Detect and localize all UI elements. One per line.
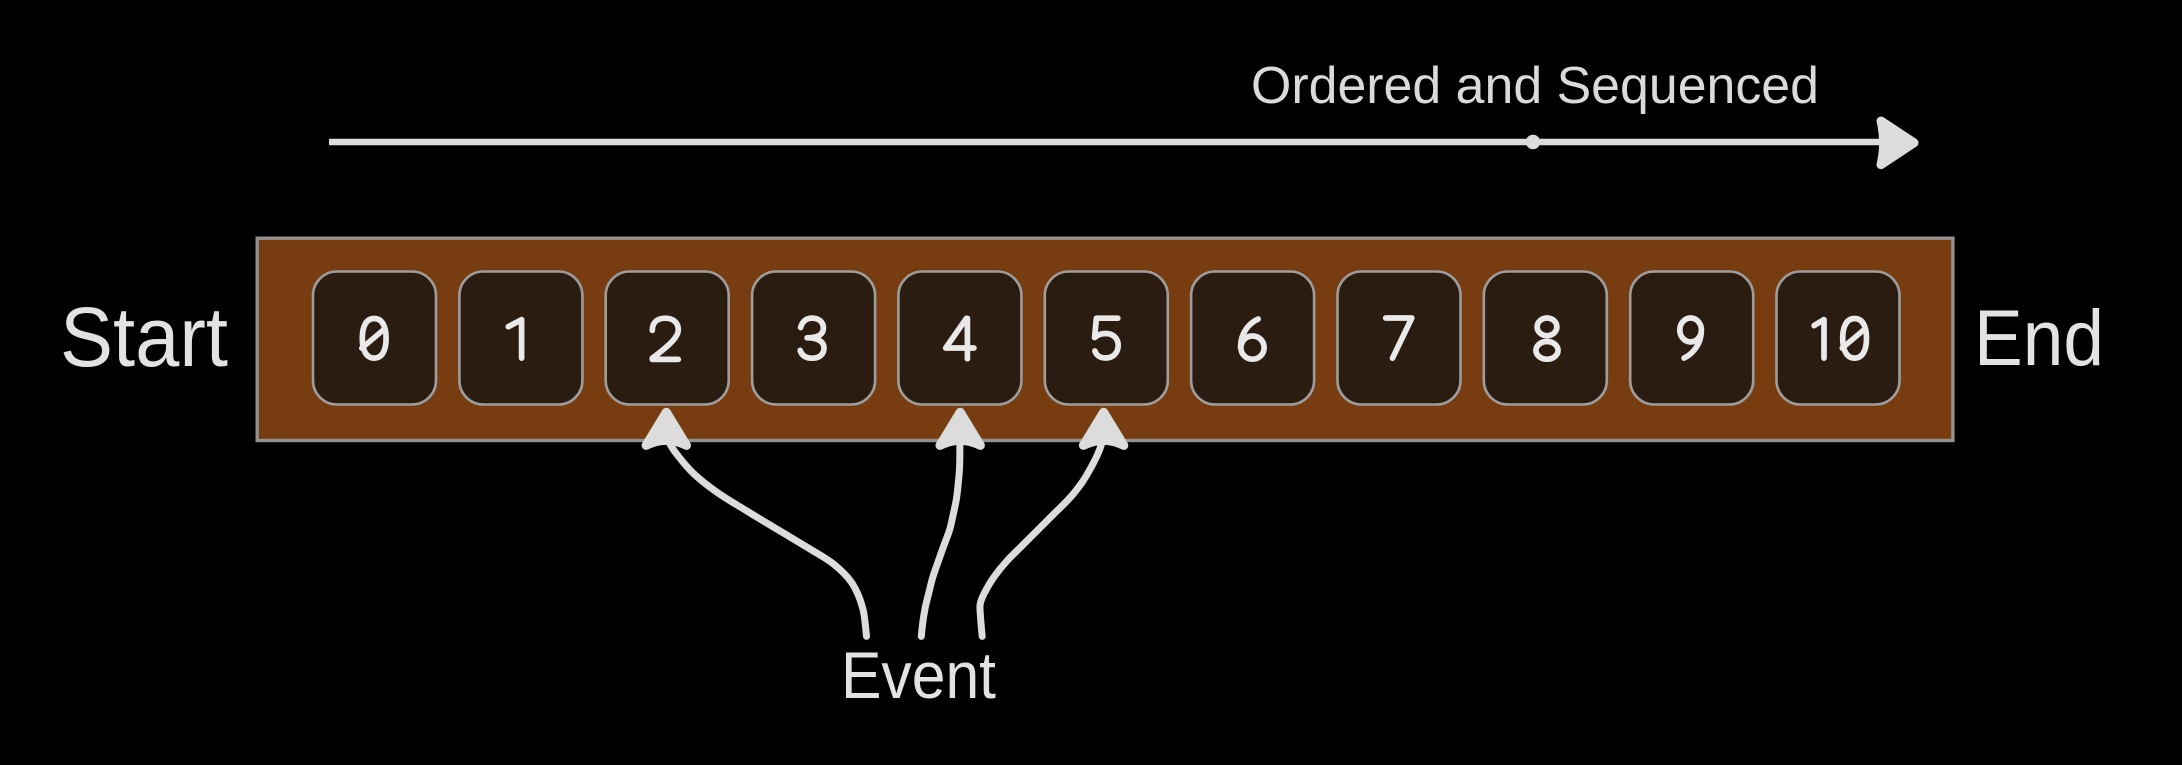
svg-text:Event: Event — [841, 638, 996, 712]
svg-text:Ordered and Sequenced: Ordered and Sequenced — [1251, 57, 1819, 115]
svg-text:Start: Start — [60, 290, 228, 384]
svg-text:End: End — [1974, 293, 2104, 382]
